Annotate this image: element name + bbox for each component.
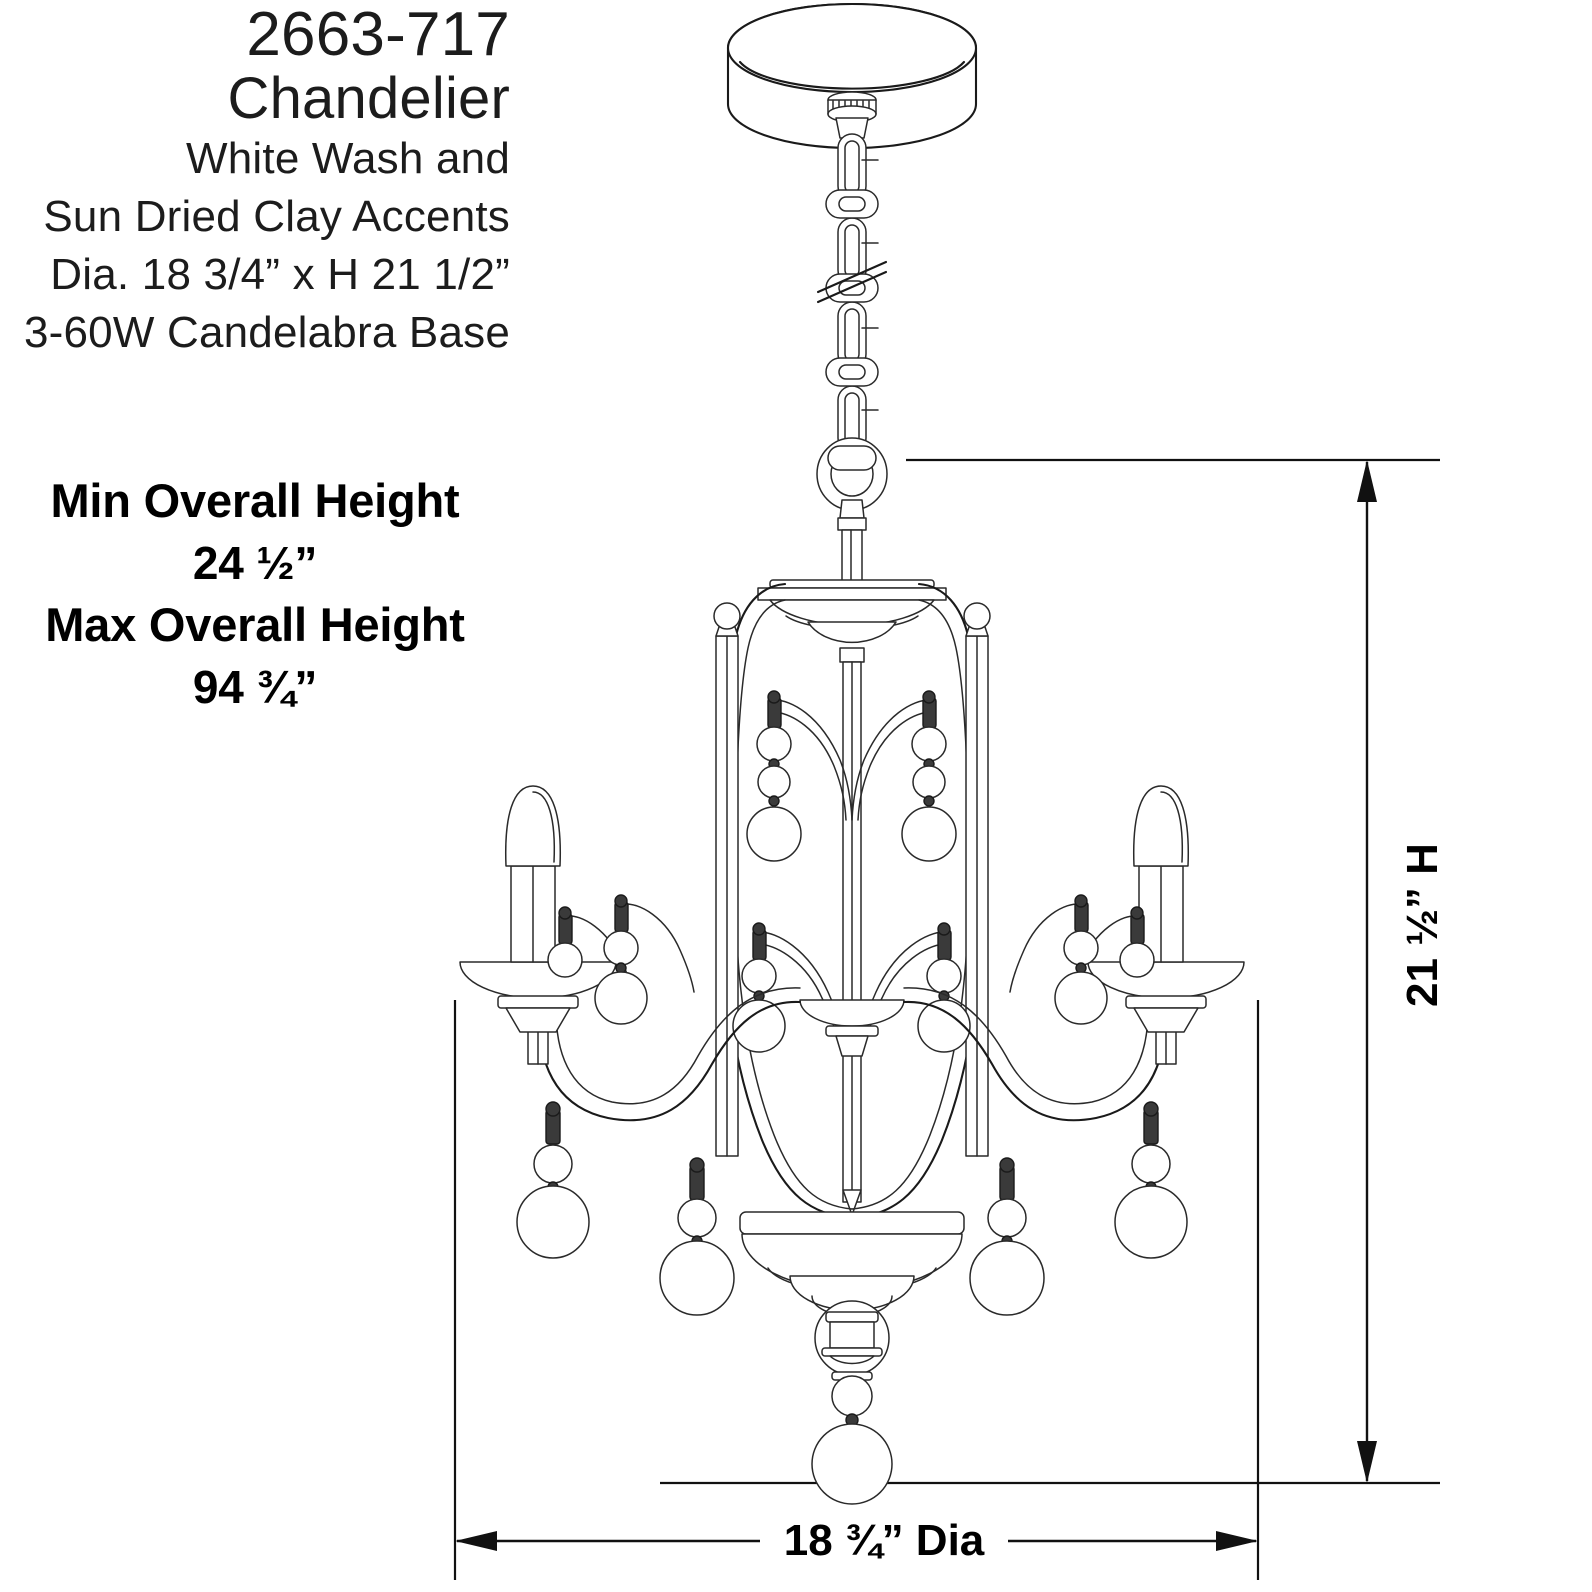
bead-drop xyxy=(659,1157,735,1316)
max-height-label: Max Overall Height xyxy=(45,598,465,651)
arrow-down-icon xyxy=(1357,1441,1377,1483)
lower-bead-arms xyxy=(547,894,1155,1025)
finish-line-1: White Wash and xyxy=(186,134,510,183)
bead-drop xyxy=(1114,1101,1188,1259)
bead-drop xyxy=(594,930,648,1025)
product-dimensions: Dia. 18 3/4” x H 21 1/2” xyxy=(50,250,510,299)
bead-drop xyxy=(516,1101,590,1259)
height-dimension-label: 21 ½” H xyxy=(1398,843,1447,1007)
overall-height-notes: Min Overall Height 24 ½” Max Overall Hei… xyxy=(0,470,510,718)
bottom-finial xyxy=(811,1300,893,1505)
finish-line-2: Sun Dried Clay Accents xyxy=(43,192,510,241)
upper-bead-arms xyxy=(746,690,957,862)
candle-assembly-left xyxy=(459,785,617,1033)
bead-hanger-clip xyxy=(558,906,1145,945)
arrow-left-icon xyxy=(455,1531,497,1551)
flame-tip-bulb xyxy=(1132,785,1190,867)
bead-drop xyxy=(917,958,971,1053)
bead-hanger-clip xyxy=(614,894,1089,933)
body-frame xyxy=(713,582,991,1220)
center-stem xyxy=(837,499,867,585)
diameter-dimension-label: 18 ¾” Dia xyxy=(783,1516,985,1565)
flame-tip-bulb xyxy=(504,785,562,867)
finial-ball-drop xyxy=(811,1423,893,1505)
chain-break-symbol xyxy=(816,260,888,304)
chain-loop-ring xyxy=(816,437,888,511)
model-number: 2663-717 xyxy=(246,0,510,69)
dimension-vertical-height xyxy=(660,458,1440,1485)
dimension-horizontal-diameter xyxy=(453,1000,1260,1580)
bead-drop xyxy=(746,726,802,862)
spec-header-block: 2663-717 Chandelier White Wash and Sun D… xyxy=(0,2,510,362)
arrow-up-icon xyxy=(1357,460,1377,502)
ceiling-canopy xyxy=(726,2,978,150)
bead-hanger-clip xyxy=(752,922,952,961)
candle-arm-left xyxy=(527,987,802,1122)
outer-bead-drops xyxy=(516,1101,1188,1316)
bead-drop xyxy=(1054,930,1108,1025)
bead-drop xyxy=(901,726,957,862)
upper-body-cap xyxy=(757,579,947,1216)
min-height-label: Min Overall Height xyxy=(50,474,460,527)
max-height-value: 94 ¾” xyxy=(192,661,318,713)
arrow-right-icon xyxy=(1216,1531,1258,1551)
bead-drop xyxy=(969,1157,1045,1316)
knurled-collar xyxy=(827,91,877,139)
product-type: Chandelier xyxy=(227,66,510,131)
min-height-value: 24 ½” xyxy=(192,537,318,589)
hanging-chain xyxy=(825,133,879,453)
candle-assembly-right xyxy=(1087,785,1245,1033)
product-lamping: 3-60W Candelabra Base xyxy=(23,308,510,357)
